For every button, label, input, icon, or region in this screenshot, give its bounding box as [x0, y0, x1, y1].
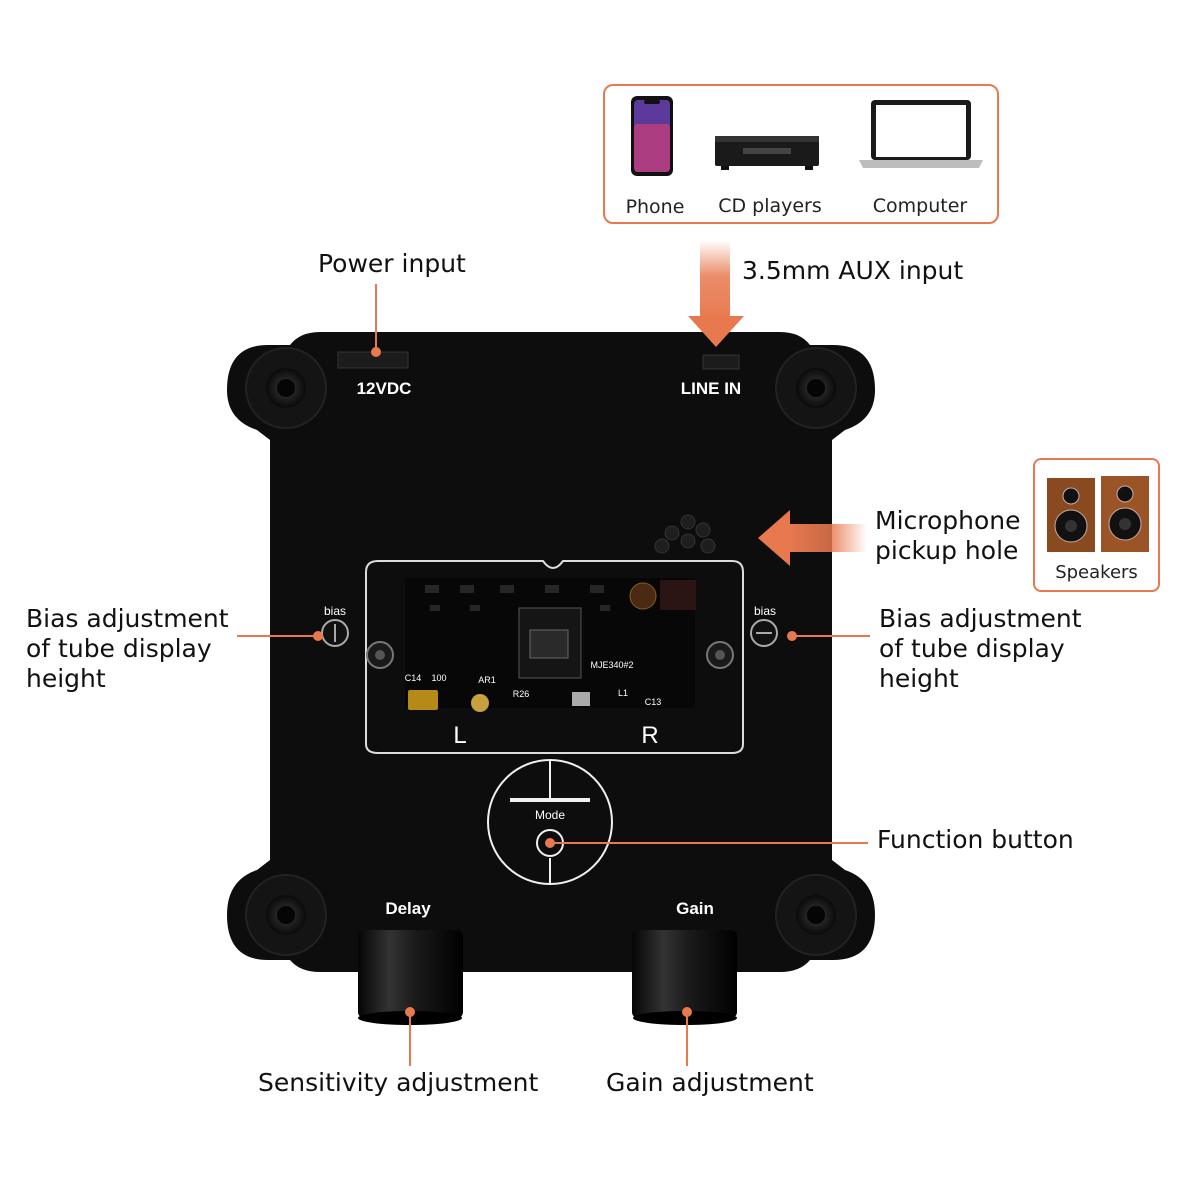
- microphone-hole-icon: [654, 514, 716, 554]
- pcb-text: C13: [644, 697, 662, 707]
- cd-player-label: CD players: [718, 195, 822, 217]
- pcb-text: L1: [617, 688, 628, 698]
- computer-label: Computer: [872, 195, 968, 217]
- pcb-text: MJE340#2: [590, 660, 634, 670]
- phone-icon: [631, 96, 673, 176]
- power-port-label: 12VDC: [356, 379, 412, 398]
- screw-icon: [245, 347, 327, 429]
- channel-right-label: R: [641, 722, 659, 749]
- gain-label: Gain: [676, 899, 714, 918]
- bias-left-callout: Bias adjustment of tube display height: [26, 604, 229, 693]
- speakers-box: Speakers: [1033, 458, 1160, 592]
- bias-left-label: bias: [323, 604, 346, 618]
- tube-display-window: [365, 560, 744, 754]
- aux-input-callout: 3.5mm AUX input: [742, 256, 964, 285]
- pcb-text: 100: [431, 673, 447, 683]
- line-in-label: LINE IN: [680, 379, 742, 398]
- phone-label: Phone: [625, 196, 685, 218]
- channel-left-label: L: [453, 722, 467, 749]
- bias-right-callout: Bias adjustment of tube display height: [879, 604, 1082, 693]
- line-in-jack[interactable]: [702, 354, 740, 370]
- screw-icon: [245, 874, 327, 956]
- speakers-icon: [1047, 476, 1149, 552]
- bias-right-label: bias: [753, 604, 776, 618]
- computer-icon: [859, 100, 983, 168]
- mic-hole-callout: Microphone pickup hole: [875, 506, 1021, 565]
- sensitivity-callout: Sensitivity adjustment: [258, 1068, 539, 1097]
- leader-lines: [237, 284, 870, 1066]
- cd-player-icon: [715, 136, 819, 170]
- function-button-callout: Function button: [877, 825, 1074, 854]
- gain-adjust-callout: Gain adjustment: [606, 1068, 814, 1097]
- aux-arrow-icon: [688, 240, 744, 347]
- source-devices-box: Phone CD players Computer: [603, 84, 999, 224]
- pcb-text: C14: [404, 673, 422, 683]
- gain-knob[interactable]: [632, 930, 737, 1025]
- power-input-callout: Power input: [318, 249, 466, 278]
- speakers-label: Speakers: [1055, 562, 1138, 583]
- pcb-text: R26: [512, 689, 530, 699]
- mode-label: Mode: [534, 808, 566, 822]
- mic-arrow-icon: [758, 510, 867, 566]
- delay-label: Delay: [385, 899, 431, 918]
- screw-icon: [775, 347, 857, 429]
- pcb-text: AR1: [478, 675, 496, 685]
- screw-icon: [775, 874, 857, 956]
